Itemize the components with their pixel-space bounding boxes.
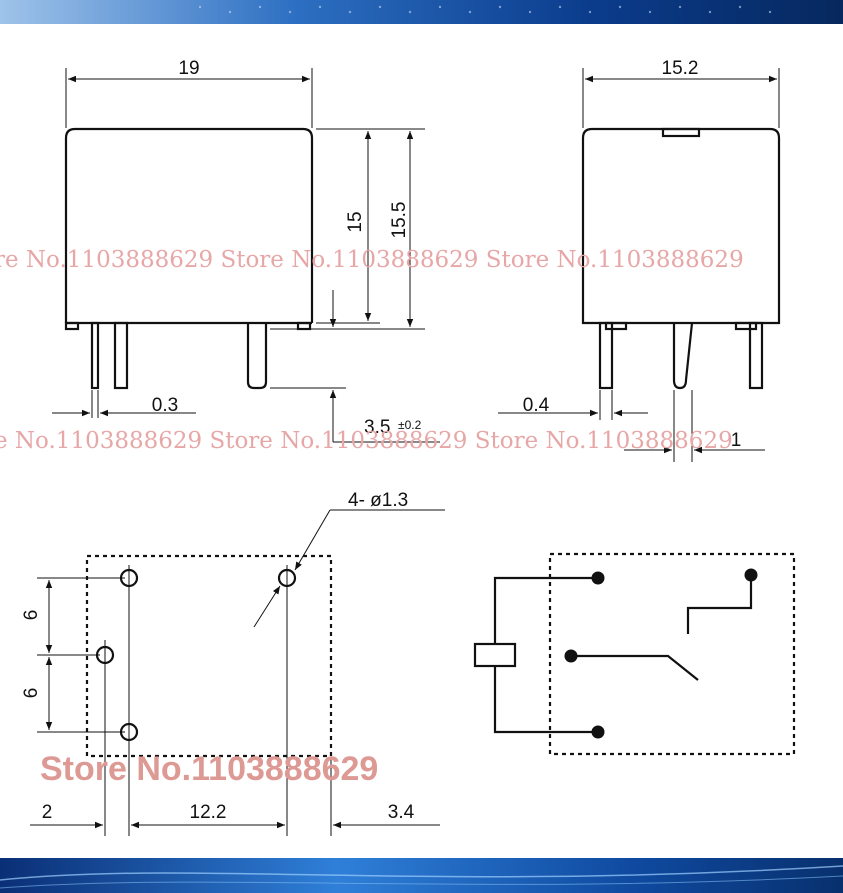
label-pin-thickness: 0.3 [152,395,178,416]
watermark-row-2: e No.1103888629 Store No.1103888629 Stor… [0,428,733,454]
front-view [52,68,440,443]
label-pin-length: 3.5 [364,417,390,438]
pcb-footprint-view [30,509,445,836]
label-side-pin-offset: 1 [731,430,742,451]
front-pin-3 [246,323,268,390]
schematic-outline [548,552,796,756]
front-pin-2 [113,321,129,390]
watermark-store: Store No.1103888629 [40,750,378,788]
label-height-15: 15 [345,211,366,232]
label-pin-length-tol: ±0.2 [398,418,422,432]
front-pin-1 [90,321,100,390]
label-pitch-top: 6 [21,610,42,621]
side-pin-2 [672,322,694,390]
no-contact [686,575,753,634]
watermark-row-1: re No.1103888629 Store No.1103888629 Sto… [0,247,744,273]
side-pin-1 [598,321,614,390]
coil-terminal-1 [591,571,605,585]
side-pin-3 [748,321,764,390]
bottom-banner [0,858,843,893]
dimension-labels: 19 15.2 15 15.5 0.3 3.5 ±0.2 0.4 1 4- ø1… [21,58,741,823]
watermarks: re No.1103888629 Store No.1103888629 Sto… [0,247,744,788]
label-height-15-5: 15.5 [389,202,410,239]
side-body [581,127,781,325]
coil-symbol [473,642,517,668]
front-body [64,127,314,323]
relay-schematic [473,552,796,756]
coil-wire [493,576,598,734]
label-pitch-bottom: 6 [21,688,42,699]
side-view [498,68,781,462]
bottom-banner-swoosh [0,865,843,881]
label-center-span: 12.2 [190,802,227,823]
top-banner-dots [198,5,772,14]
footprint-outline [85,554,333,758]
label-left-margin: 2 [42,802,53,823]
label-right-margin: 3.4 [388,802,415,823]
contact-arm [571,654,699,681]
top-banner [0,0,843,24]
label-side-pin-thickness: 0.4 [523,395,550,416]
label-body-width: 19 [178,58,199,79]
label-side-width: 15.2 [662,58,699,79]
coil-terminal-2 [591,725,605,739]
label-holes: 4- ø1.3 [348,490,408,511]
